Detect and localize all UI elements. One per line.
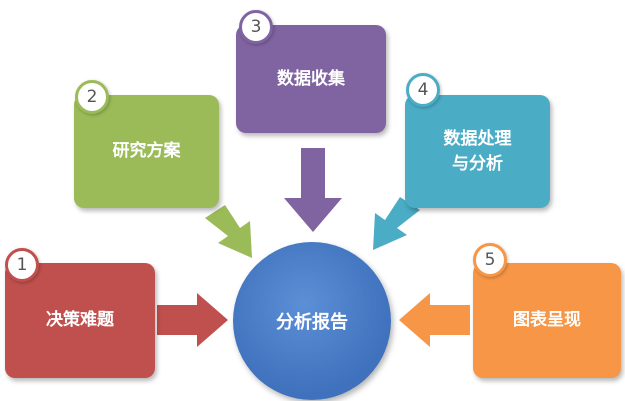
step-number-badge-1: 1 [5,248,39,282]
center-label: 分析报告 [276,312,348,333]
step-label-5: 图表呈现 [513,310,581,331]
step-label-1: 决策难题 [46,310,114,331]
step-number-badge-3: 3 [239,10,273,44]
step-number-2: 2 [86,87,98,107]
step-box-5: 图表呈现 [473,263,621,378]
step-number-badge-5: 5 [473,243,507,277]
step-label-3: 数据收集 [277,68,345,89]
center-circle: 分析报告 [233,242,391,400]
step-label-2: 研究方案 [112,141,181,162]
step-box-2: 研究方案 [74,95,219,208]
arrow-step-5 [399,293,470,347]
step-label-4: 数据处理 与分析 [443,128,512,174]
step-number-5: 5 [484,250,496,270]
step-number-1: 1 [16,255,28,275]
step-number-4: 4 [417,80,429,100]
step-box-4: 数据处理 与分析 [405,95,550,208]
arrow-step-2 [205,205,252,258]
step-number-badge-2: 2 [75,80,109,114]
step-box-1: 决策难题 [5,263,155,378]
arrow-step-1 [157,293,228,347]
step-number-3: 3 [250,17,262,37]
step-number-badge-4: 4 [406,73,440,107]
arrow-step-4 [373,197,420,250]
arrow-step-3 [284,148,342,232]
